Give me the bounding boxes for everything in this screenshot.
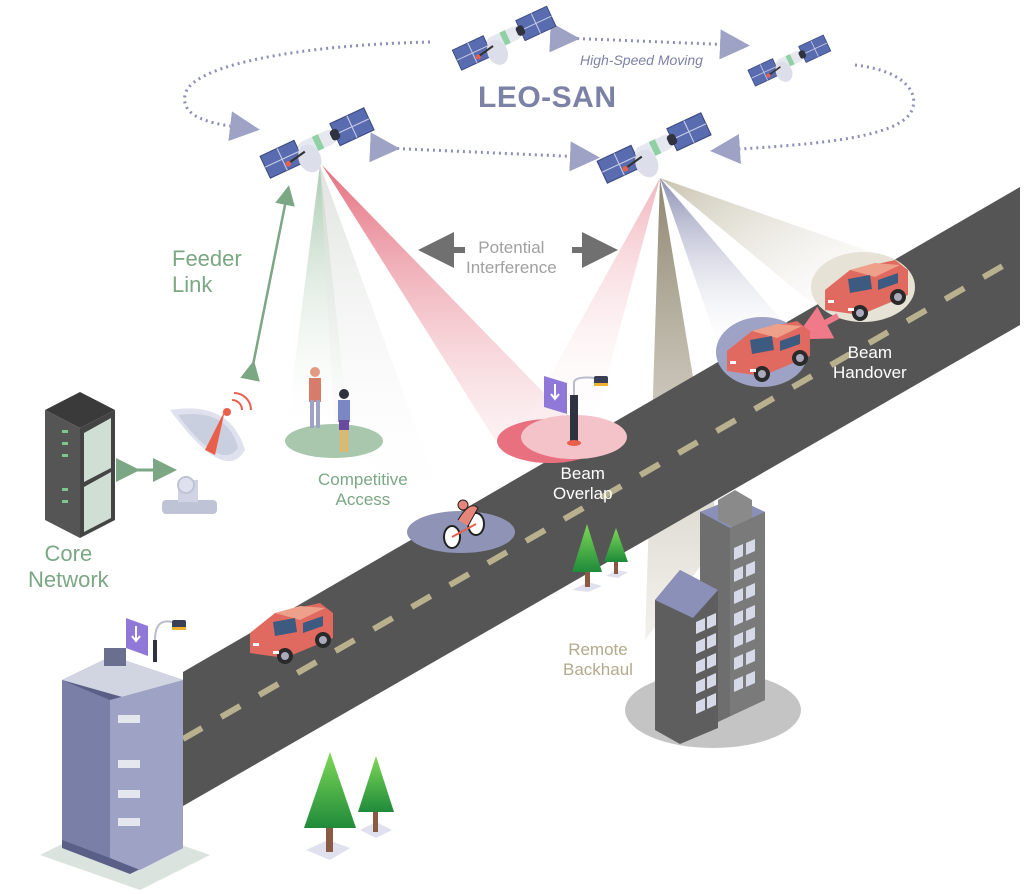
handover-arrow (794, 306, 840, 340)
window (746, 671, 755, 687)
window (746, 627, 755, 643)
window (746, 539, 755, 555)
street-light-icon (126, 618, 186, 662)
label-line: Access (335, 490, 391, 510)
label-line: Core (44, 541, 93, 566)
window (746, 583, 755, 599)
window (746, 605, 755, 621)
road (181, 187, 1022, 806)
tree-icon (572, 524, 628, 592)
blue-beam (660, 178, 790, 350)
people-icon (309, 367, 350, 452)
label-line: Network (28, 567, 109, 593)
beam-handover-label: Beam Handover (833, 343, 907, 384)
feeder-link-label: Feeder Link (172, 246, 242, 299)
beams-left-satellite (285, 165, 580, 520)
window (734, 544, 743, 560)
window (734, 588, 743, 604)
window (707, 693, 716, 709)
window (746, 561, 755, 577)
window (734, 654, 743, 670)
label-line: Link (172, 272, 213, 298)
light-red-beam (520, 178, 660, 440)
window (696, 658, 705, 674)
orbit-left (183, 40, 431, 142)
label-line: Remote (568, 640, 628, 659)
beam-overlap-label: Beam Overlap (553, 464, 613, 505)
window (707, 653, 716, 669)
competitive-access-zone (285, 424, 383, 458)
satellite-icon (451, 5, 557, 72)
window (707, 633, 716, 649)
label-line: Backhaul (563, 660, 633, 680)
window (696, 678, 705, 694)
tower-building-icon (40, 648, 210, 890)
satellite-icon (259, 106, 376, 180)
core-network-label: Core Network (28, 541, 109, 594)
car-icon (825, 260, 908, 321)
window (734, 566, 743, 582)
window (696, 698, 705, 714)
window (734, 632, 743, 648)
label-line: Beam (847, 343, 893, 362)
window (746, 649, 755, 665)
orbit-top (549, 22, 750, 60)
street-light-icon (544, 376, 608, 446)
bicycle-icon (443, 499, 485, 549)
orbit-middle (369, 132, 600, 172)
window (707, 673, 716, 689)
tree-icon (304, 752, 394, 860)
server-rack-icon (45, 392, 115, 538)
satellite-icon (747, 34, 832, 87)
diagram-subtitle: High-Speed Moving (580, 52, 703, 68)
potential-interference-label: Potential Interference (466, 238, 557, 279)
feeder-link-arrow (240, 185, 295, 382)
car-icon (250, 603, 333, 664)
label-line: Competitive (318, 470, 408, 489)
car-icon (727, 321, 810, 382)
label-line: Overlap (553, 484, 613, 504)
satellite-icon (596, 111, 713, 185)
window (696, 638, 705, 654)
label-line: Interference (466, 258, 557, 278)
label-line: Feeder (172, 246, 242, 271)
diagram-title: LEO-SAN (478, 81, 617, 114)
orbit-right (710, 63, 916, 164)
gray-beam (320, 165, 450, 520)
remote-backhaul-label: Remote Backhaul (563, 640, 633, 681)
interference-beam-red (322, 165, 580, 440)
orbit-paths (183, 22, 916, 172)
window (734, 610, 743, 626)
window (734, 676, 743, 692)
label-line: Potential (478, 238, 545, 257)
window (696, 618, 705, 634)
satellite-dish-icon (162, 392, 252, 514)
building-windows (696, 539, 755, 714)
window (707, 613, 716, 629)
label-line: Beam (560, 464, 605, 483)
label-line: Handover (833, 363, 907, 383)
competitive-access-label: Competitive Access (318, 470, 408, 511)
